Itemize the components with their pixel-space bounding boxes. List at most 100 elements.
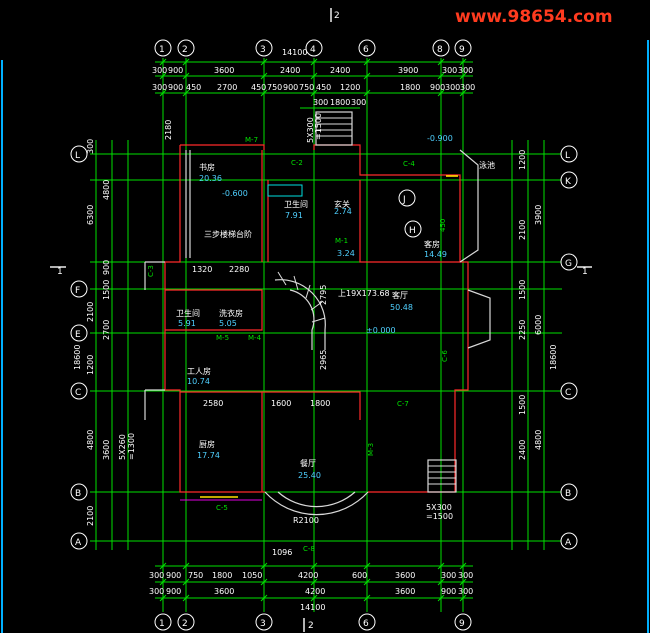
bottom-dim1-7: 600 <box>352 571 367 580</box>
axis-col-3-top: 3 <box>260 45 266 55</box>
axis-row-B-right: B <box>565 489 571 499</box>
watermark: www.98654.com <box>455 7 613 27</box>
dim-tick <box>159 72 167 80</box>
bottom-dimension-chains: 300 900 750 1800 1050 4200 600 3600 300 … <box>149 565 473 612</box>
dim-1600: 1600 <box>271 399 291 408</box>
left-total-dim: 18600 <box>73 345 82 370</box>
axis-col-2-top: 2 <box>182 45 188 55</box>
top-dimension-chains: 14100 300 900 3600 2400 2400 3900 300 30… <box>152 48 475 109</box>
axis-row-C-left: C <box>75 388 81 398</box>
dim-tick <box>159 562 167 570</box>
entry-stairs <box>315 111 353 146</box>
bottom-dim1-2: 900 <box>166 571 181 580</box>
dim-tick <box>310 562 318 570</box>
door-m7: M-7 <box>245 136 258 144</box>
dim-1500: =1500 <box>314 113 323 140</box>
left-steps-eq: =1300 <box>127 433 136 460</box>
dim-1096: 1096 <box>272 548 292 557</box>
axis-col-1-bottom: 1 <box>159 619 165 629</box>
bottom-dim2-5: 3600 <box>395 587 415 596</box>
room-worker-area: 10.74 <box>187 377 210 386</box>
dim-tick <box>260 58 268 66</box>
top-dim3-3: 300 <box>351 98 366 107</box>
window-c2: C-4 <box>403 160 415 168</box>
top-dim-5: 2400 <box>330 66 350 75</box>
window-c5: C-5 <box>216 504 228 512</box>
pool-label: 泳池 <box>479 160 495 170</box>
axis-col-1-top: 1 <box>159 45 165 55</box>
left-dimension-chains: 300 4800 6300 900 2100 1500 2700 1200 48… <box>73 139 136 550</box>
window-c3: C-3 <box>147 265 155 277</box>
top-dim2-8: 750 <box>299 83 314 92</box>
dim-tick <box>260 594 268 602</box>
bottom-dim2-1: 300 <box>149 587 164 596</box>
left-dim-3: 6300 <box>86 205 95 225</box>
column-axis-markers-bottom: 1 2 3 6 9 <box>154 613 472 631</box>
window-c4: 450 <box>439 219 447 232</box>
level-living: ±0.000 <box>366 326 396 335</box>
left-dim-8: 1200 <box>86 355 95 375</box>
top-dim2-4: 2700 <box>217 83 237 92</box>
dim-2280: 2280 <box>229 265 249 274</box>
left-steps-dim: 5X260 <box>118 434 127 460</box>
top-dim-8: 300 <box>458 66 473 75</box>
row-axis-markers-left: L F E C B A <box>70 145 88 550</box>
building-walls <box>164 144 469 516</box>
spiral-stair <box>274 271 326 350</box>
dim-tick <box>363 562 371 570</box>
top-dim2-7: 900 <box>283 83 298 92</box>
dim-tick <box>182 578 190 586</box>
section-mark-top: 2 <box>334 11 340 21</box>
axis-row-H: H <box>409 226 416 236</box>
dim-tick <box>310 594 318 602</box>
row-axis-lines <box>90 153 562 542</box>
axis-row-A-right: A <box>565 538 572 548</box>
left-dim-4: 900 <box>102 260 111 275</box>
top-dim-7: 300 <box>442 66 457 75</box>
dim-tick <box>459 562 467 570</box>
room-dining-area: 25.40 <box>298 471 321 480</box>
right-total-dim: 18600 <box>549 345 558 370</box>
dim-1320: 1320 <box>192 265 212 274</box>
dim-tick <box>159 594 167 602</box>
room-laundry-name: 洗衣房 <box>219 308 243 318</box>
axis-row-J: J <box>402 195 406 205</box>
room-study-name: 书房 <box>199 162 215 172</box>
bottom-dim2-7: 300 <box>458 587 473 596</box>
dimension-ticks <box>159 58 467 602</box>
right-dim-9: 2400 <box>518 440 527 460</box>
window-c6: C-6 <box>441 350 449 362</box>
top-dim2-14: 300 <box>460 83 475 92</box>
axis-row-G-right: G <box>565 259 572 269</box>
room-bath2-name: 卫生间 <box>176 308 200 318</box>
dim-tick <box>182 594 190 602</box>
bottom-dim2-2: 900 <box>166 587 181 596</box>
axis-row-L-left: L <box>75 151 80 161</box>
right-dim-8: 4800 <box>534 430 543 450</box>
right-dim-4: 1500 <box>518 280 527 300</box>
left-dim-10: 3600 <box>102 440 111 460</box>
interior-axis-markers: J H <box>398 189 422 238</box>
room-living-name: 客厅 <box>392 290 408 300</box>
axis-col-9-bottom: 9 <box>459 619 465 629</box>
dim-tick <box>437 562 445 570</box>
right-dim-6: 2250 <box>518 320 527 340</box>
bottom-total-dim: 14100 <box>300 603 325 612</box>
dim-tick <box>182 72 190 80</box>
window-c8: C-8 <box>303 545 315 553</box>
top-dim3-2: 1800 <box>330 98 350 107</box>
annotations: -0.600 ±0.000 -0.900 上19X173.68 泳池 R2100… <box>147 113 495 557</box>
left-dim-2: 4800 <box>102 180 111 200</box>
axis-col-2-bottom: 2 <box>182 619 188 629</box>
left-dim-1: 300 <box>86 139 95 154</box>
side-stairs <box>427 459 457 493</box>
dim-tick <box>363 89 371 97</box>
top-dim2-2: 900 <box>168 83 183 92</box>
top-dim2-12: 900 <box>430 83 445 92</box>
room-laundry-area: 5.05 <box>219 319 237 328</box>
bottom-dim1-5: 1050 <box>242 571 262 580</box>
axis-row-E-left: E <box>75 330 81 340</box>
dim-5x300: 5X300 <box>306 117 315 143</box>
